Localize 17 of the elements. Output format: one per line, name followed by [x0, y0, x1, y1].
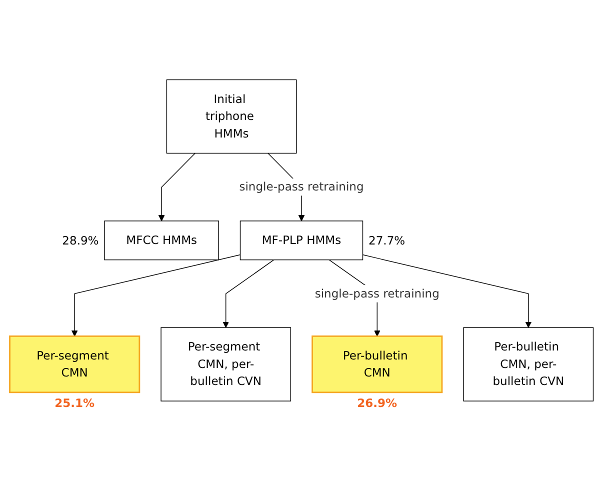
arrow [362, 254, 532, 328]
node-box: Initial triphone HMMs [166, 79, 297, 154]
node-box: MF-PLP HMMs [240, 220, 364, 260]
arrow [71, 254, 241, 336]
edge-label: single-pass retraining [239, 180, 364, 194]
node-box: Per-bulletin CMN, per-bulletin CVN [463, 326, 594, 402]
arrow [222, 259, 274, 328]
node-box: MFCC HMMs [104, 220, 219, 260]
percentage-label: 25.1% [54, 396, 95, 410]
edge-label: single-pass retraining [314, 286, 440, 300]
node-box: Per-segment CMN, per-bulletin CVN [160, 326, 292, 402]
arrow [158, 152, 196, 221]
percentage-label: 28.9% [62, 233, 99, 248]
node-box: Per-segment CMN [9, 335, 140, 393]
percentage-label: 26.9% [357, 396, 398, 410]
node-box: Per-bulletin CMN [312, 335, 443, 393]
percentage-label: 27.7% [368, 233, 406, 248]
